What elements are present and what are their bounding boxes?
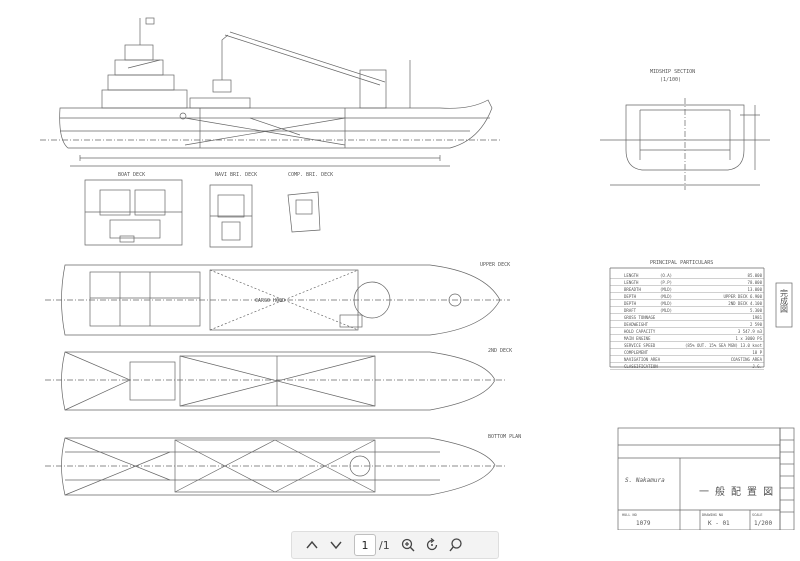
- next-page-button[interactable]: [324, 533, 348, 557]
- hull-no: 1079: [636, 520, 651, 527]
- scale-value: 1/200: [754, 520, 772, 527]
- drawing-title: 一 般 配 置 図: [699, 485, 773, 498]
- particulars-label: DEPTH: [624, 294, 637, 299]
- particulars-value: 5.300: [750, 308, 763, 313]
- particulars-row: COMPLEMENT 18 P: [610, 350, 764, 356]
- scale-label: SCALE: [752, 513, 763, 517]
- title-block: [617, 427, 795, 530]
- particulars-row: SERVICE SPEED (85% OUT. 15% SEA MGN) 13.0…: [610, 343, 764, 349]
- label-midship: MIDSHIP SECTION: [650, 69, 695, 75]
- label-bottom-plan: BOTTOM PLAN: [488, 434, 521, 440]
- particulars-label: COMPLEMENT: [624, 350, 649, 355]
- particulars-row: DRAFT (MLD) 5.300: [610, 308, 764, 314]
- label-comp-deck: COMP. BRI. DECK: [288, 172, 333, 178]
- particulars-value: 1 x 3000 PS: [736, 336, 763, 341]
- particulars-value: 2ND DECK 4.100: [728, 301, 762, 306]
- particulars-value: J.G.: [752, 364, 762, 369]
- label-midship-scale: (1/100): [660, 77, 681, 83]
- boat-deck-view: [84, 179, 183, 246]
- particulars-value: 18 P: [752, 350, 762, 355]
- particulars-value: 1981: [752, 315, 762, 320]
- label-boat-deck: BOAT DECK: [118, 172, 145, 178]
- completion-stamp-frame: [775, 282, 793, 328]
- particulars-value: COASTING AREA: [731, 357, 763, 362]
- particulars-label: LENGTH: [624, 280, 639, 285]
- side-profile-view: [40, 17, 500, 167]
- hull-no-label: HULL NO: [622, 513, 637, 517]
- chevron-down-icon: [330, 541, 342, 550]
- particulars-table: [609, 267, 765, 368]
- particulars-label: MAIN ENGINE: [624, 336, 651, 341]
- particulars-row: CLASSIFICATION J.G.: [610, 364, 764, 370]
- bottom-plan: [45, 437, 505, 496]
- particulars-value: (85% OUT. 15% SEA MGN) 13.0 knot: [685, 343, 763, 348]
- particulars-sub: (MLD): [660, 294, 672, 299]
- particulars-sub: (MLD): [660, 308, 672, 313]
- search-icon: [449, 538, 462, 552]
- particulars-row: LENGTH (O.A) 85.000: [610, 273, 764, 279]
- particulars-value: 13.000: [748, 287, 763, 292]
- particulars-sub: (MLD): [660, 301, 672, 306]
- particulars-row: DEPTH (MLD) UPPER DECK 6.900: [610, 294, 764, 300]
- particulars-sub: (P.P): [660, 280, 672, 285]
- engineering-drawing: BOAT DECK NAVI BRI. DECK COMP. BRI. DECK…: [40, 17, 795, 530]
- particulars-row: DEADWEIGHT 2 590: [610, 322, 764, 328]
- drawing-no-label: DRAWING NO: [702, 513, 723, 517]
- drafter-signature: S. Nakamura: [625, 477, 665, 484]
- navi-deck-view: [209, 184, 253, 248]
- particulars-row: DEPTH (MLD) 2ND DECK 4.100: [610, 301, 764, 307]
- completion-stamp: 完成図: [780, 288, 789, 314]
- particulars-sub: (MLD): [660, 287, 672, 292]
- particulars-label: DEPTH: [624, 301, 637, 306]
- label-navi-deck: NAVI BRI. DECK: [215, 172, 257, 178]
- page-total: /1: [379, 538, 390, 552]
- particulars-value: 3 547.9 m3: [738, 329, 763, 334]
- particulars-label: CLASSIFICATION: [624, 364, 658, 369]
- particulars-value: 85.000: [748, 273, 763, 278]
- particulars-label: GROSS TONNAGE: [624, 315, 656, 320]
- particulars-label: LENGTH: [624, 273, 639, 278]
- drawing-labels: BOAT DECK NAVI BRI. DECK COMP. BRI. DECK…: [118, 69, 713, 440]
- zoom-in-icon: [401, 538, 415, 552]
- particulars-value: 2 590: [750, 322, 763, 327]
- comp-deck-view: [287, 191, 321, 233]
- label-2nd-deck: 2ND DECK: [488, 348, 512, 354]
- particulars-rows: LENGTH(O.A)85.000LENGTH(P.P)78.000BREADT…: [610, 273, 764, 370]
- page-number-input[interactable]: 1: [354, 534, 376, 556]
- particulars-row: HOLD CAPACITY 3 547.9 m3: [610, 329, 764, 335]
- particulars-label: BREADTH: [624, 287, 641, 292]
- particulars-label: SERVICE SPEED: [624, 343, 656, 348]
- pdf-viewer-toolbar: 1 /1: [291, 531, 499, 559]
- label-hold: CARGO HOLD: [255, 298, 285, 304]
- upper-deck-plan: [45, 264, 510, 336]
- particulars-row: NAVIGATION AREA COASTING AREA: [610, 357, 764, 363]
- particulars-label: HOLD CAPACITY: [624, 329, 656, 334]
- particulars-label: NAVIGATION AREA: [624, 357, 661, 362]
- rotate-icon: [426, 537, 437, 551]
- particulars-row: LENGTH (P.P) 78.000: [610, 280, 764, 286]
- chevron-up-icon: [306, 540, 318, 549]
- particulars-sub: (O.A): [660, 273, 672, 278]
- particulars-value: 78.000: [748, 280, 763, 285]
- second-deck-plan: [45, 351, 505, 411]
- drawing-no: K - 01: [708, 520, 730, 527]
- label-upper-deck: UPPER DECK: [480, 262, 510, 268]
- particulars-row: MAIN ENGINE 1 x 3000 PS: [610, 336, 764, 342]
- search-button[interactable]: [444, 533, 468, 557]
- particulars-title: PRINCIPAL PARTICULARS: [650, 260, 713, 266]
- particulars-label: DEADWEIGHT: [624, 322, 649, 327]
- midship-section: [600, 98, 770, 190]
- particulars-row: GROSS TONNAGE 1981: [610, 315, 764, 321]
- particulars-row: BREADTH (MLD) 13.000: [610, 287, 764, 293]
- zoom-in-button[interactable]: [396, 533, 420, 557]
- particulars-value: UPPER DECK 6.900: [723, 294, 762, 299]
- rotate-button[interactable]: [420, 533, 444, 557]
- particulars-label: DRAFT: [624, 308, 637, 313]
- previous-page-button[interactable]: [300, 533, 324, 557]
